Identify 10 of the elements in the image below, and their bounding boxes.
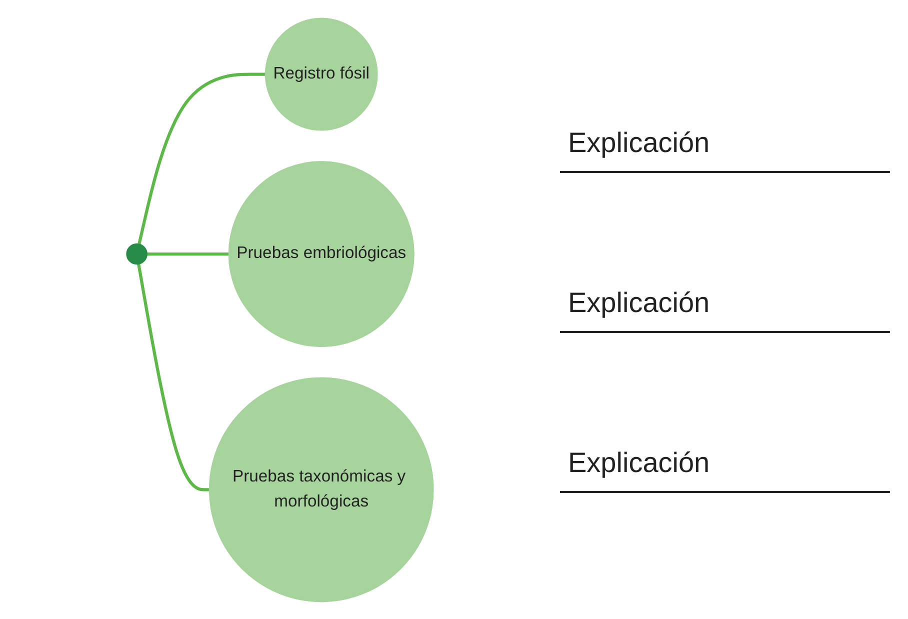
fill-in-line: Explicación [560, 286, 890, 332]
connector [146, 252, 229, 256]
fill-in-line: Explicación [560, 126, 890, 172]
node-circle: Pruebas taxonómicas y morfológicas [208, 376, 434, 602]
node-circle: Registro fósil [264, 17, 378, 130]
connector [137, 263, 210, 491]
node-circle: Pruebas embriológicas [228, 160, 414, 347]
node-circle [126, 242, 148, 264]
fill-in-line: Explicación [560, 446, 890, 492]
connector [138, 72, 266, 244]
